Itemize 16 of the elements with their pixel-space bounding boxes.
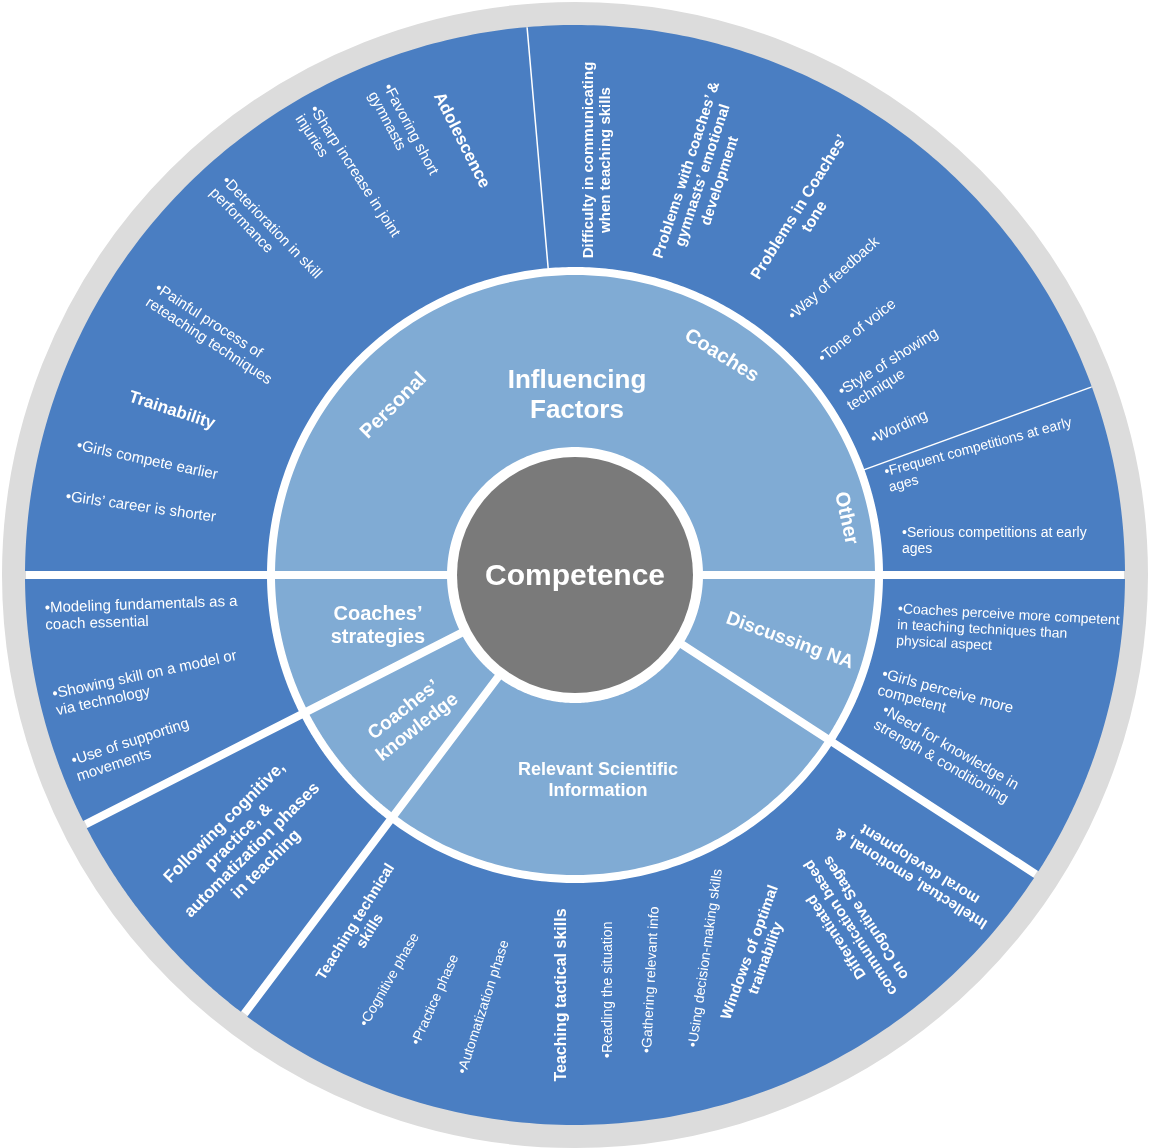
segment-label: Coaches’ strategies [329, 602, 427, 648]
segment-label: Other [830, 488, 865, 549]
bullet-item: •Reading the situation [598, 920, 616, 1058]
segment-heading: Difficulty in communicating when teaching skills [578, 60, 614, 261]
bullet-item: •Coaches perceive more competent in teaching techniques than physical aspect [895, 600, 1121, 656]
bullet-item: •Modeling fundamentals as a coach essential [44, 591, 239, 633]
center-label: Competence [483, 557, 666, 593]
center-circle [457, 457, 693, 693]
segment-title: Influencing Factors [506, 365, 648, 425]
bullet-item: •Girls’ career is shorter [64, 486, 219, 527]
segment-heading: Teaching tactical skills [551, 907, 570, 1084]
bullet-item: •Girls compete earlier [75, 435, 221, 485]
bullet-item: •Serious competitions at early ages [902, 523, 1088, 557]
bullet-item: •Gathering relevant info [638, 905, 663, 1054]
segment-label: Relevant Scientific Information [516, 759, 680, 801]
bullet-item: •Showing skill on a model or via technology [50, 644, 239, 719]
